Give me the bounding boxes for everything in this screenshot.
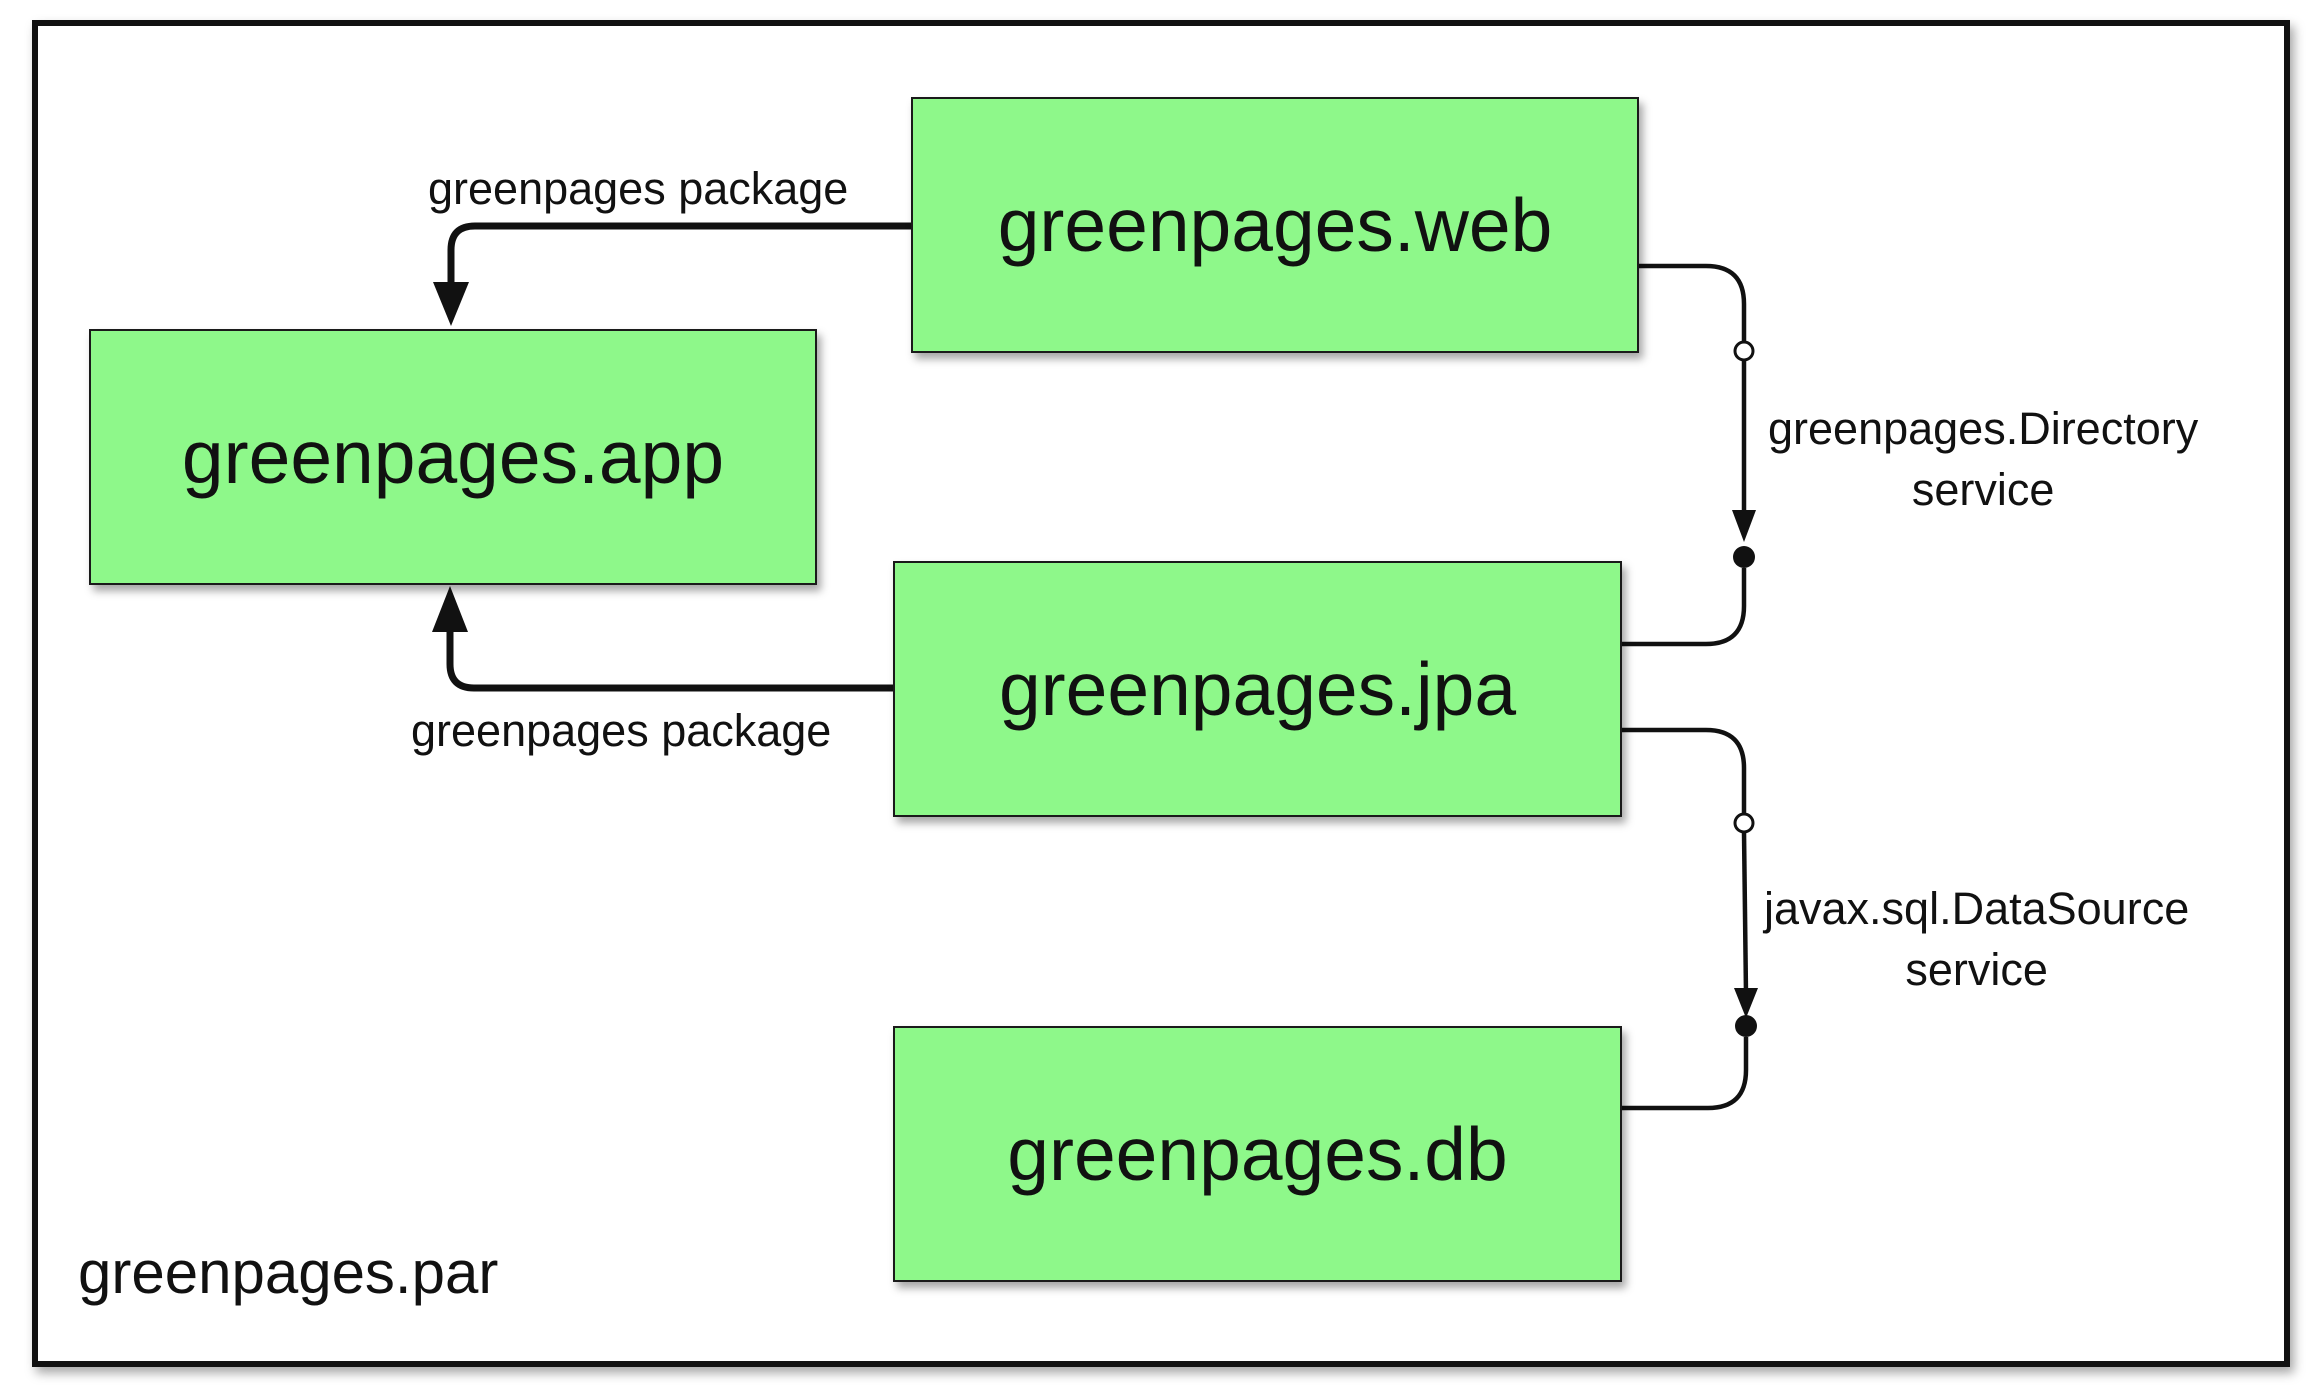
directory-service-label-line1: greenpages.Directory	[1768, 403, 2199, 454]
bundle-db-label: greenpages.db	[1007, 1112, 1508, 1196]
jpa-to-app-connection-label: greenpages package	[411, 705, 832, 756]
bundle-jpa-label: greenpages.jpa	[998, 647, 1517, 731]
container-label: greenpages.par	[78, 1239, 499, 1306]
bundle-db: greenpages.db	[893, 1026, 1622, 1282]
datasource-service-label: javax.sql.DataSource service	[1764, 878, 2189, 1000]
datasource-service-label-line1: javax.sql.DataSource	[1764, 883, 2190, 934]
datasource-service-label-line2: service	[1905, 944, 2048, 995]
bundle-jpa: greenpages.jpa	[893, 561, 1622, 817]
directory-service-label: greenpages.Directory service	[1768, 398, 2198, 520]
web-to-app-connection-label: greenpages package	[428, 163, 849, 214]
bundle-app-label: greenpages.app	[181, 415, 725, 499]
bundle-app: greenpages.app	[89, 329, 817, 585]
bundle-web-label: greenpages.web	[997, 183, 1553, 267]
directory-service-label-line2: service	[1911, 464, 2055, 515]
bundle-web: greenpages.web	[911, 97, 1639, 353]
